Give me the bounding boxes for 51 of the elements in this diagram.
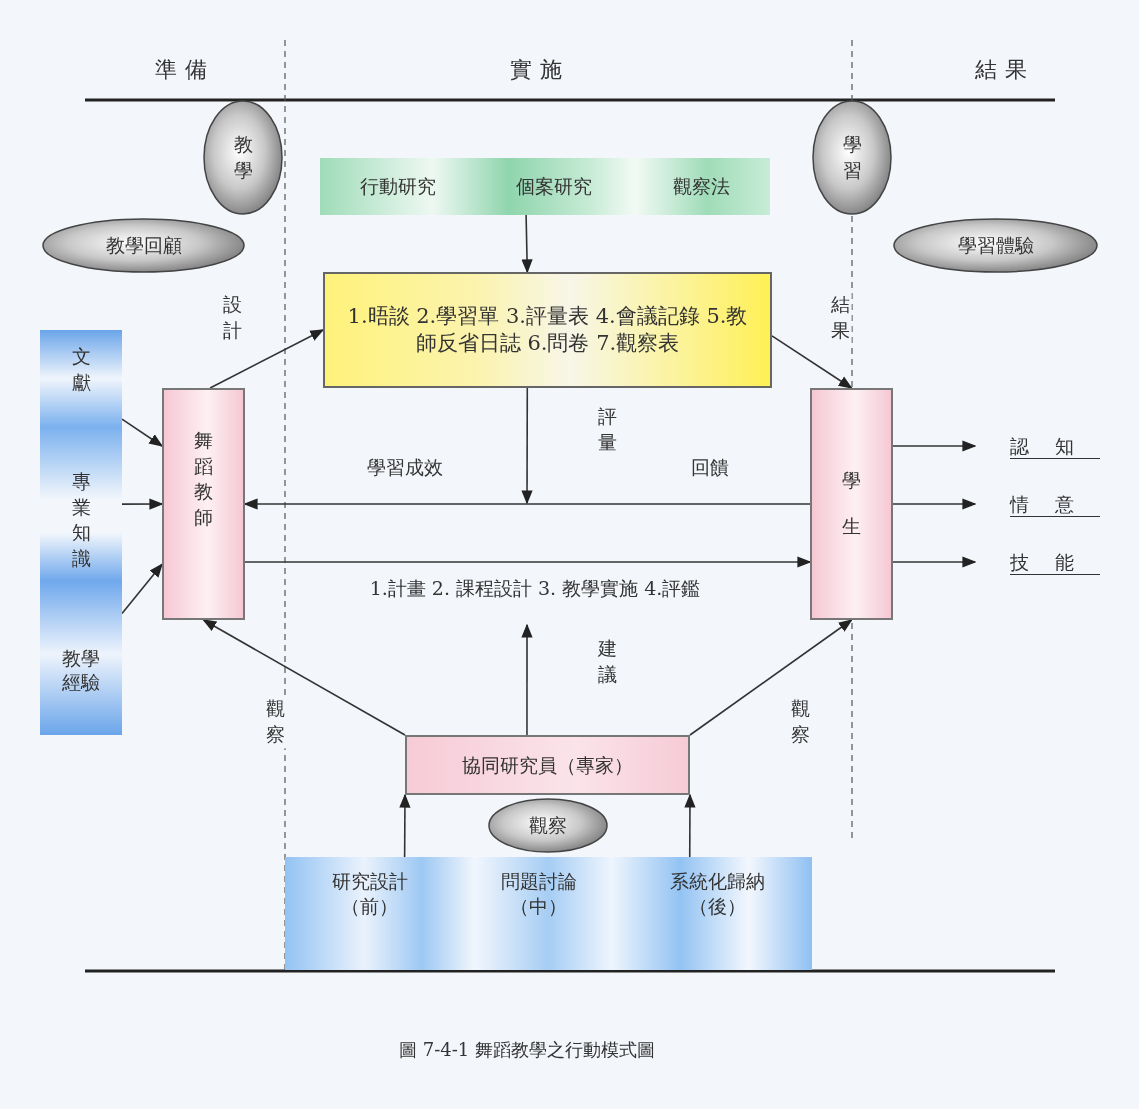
arrow <box>892 440 977 452</box>
node-text: 問題討論（中） <box>500 869 578 919</box>
arrow <box>892 498 977 510</box>
node-text: 觀察 <box>529 813 567 838</box>
arrow <box>244 556 812 568</box>
arrow <box>521 623 533 736</box>
arrow <box>689 619 853 736</box>
oval-badge <box>812 100 892 215</box>
sources-band <box>40 330 122 735</box>
node-text: 系統化歸納（後） <box>669 869 767 919</box>
node-text: 專業知識 <box>71 469 91 572</box>
researcher-box <box>405 735 690 795</box>
arrow <box>121 418 164 447</box>
arrow <box>399 793 411 858</box>
node-text: 行動研究 <box>360 174 437 199</box>
oval-badge <box>488 798 608 853</box>
oval-badge <box>42 218 245 273</box>
arrow <box>521 214 533 274</box>
teacher-box <box>162 388 245 620</box>
arrow <box>243 498 811 510</box>
stages-band <box>285 857 812 970</box>
oval-badge <box>893 218 1098 273</box>
node-text: 情意 <box>1010 491 1100 517</box>
arrow <box>892 556 977 568</box>
arrow <box>202 619 406 736</box>
node-text: 教學 <box>233 131 253 183</box>
node-text: 觀察法 <box>672 174 730 199</box>
methods-band <box>320 158 770 215</box>
arrow <box>121 563 163 615</box>
node-text: 研究設計（前） <box>330 869 409 919</box>
node-text: 教學經驗 <box>62 645 100 695</box>
node-text: 協同研究員（專家） <box>462 752 633 778</box>
node-text: 個案研究 <box>516 174 593 199</box>
arrow <box>209 329 325 389</box>
node-text: 文獻 <box>71 344 91 395</box>
node-text: 舞蹈教師 <box>194 428 213 530</box>
node-text: 學習體驗 <box>957 233 1034 258</box>
student-box <box>810 388 893 620</box>
edge-label: 結果 <box>828 291 852 345</box>
node-text: 1.晤談 2.學習單 3.評量表 4.會議記錄 5.教師反省日誌 6.問卷 7.觀察表 <box>346 302 749 357</box>
node-text: 技能 <box>1010 549 1100 575</box>
arrow <box>771 335 853 389</box>
node-text: 認知 <box>1010 433 1100 459</box>
tools-box <box>323 272 772 388</box>
arrow <box>684 793 696 858</box>
oval-badge <box>203 100 283 215</box>
node-text: 教學回顧 <box>105 233 182 258</box>
node-text: 學習 <box>842 131 862 183</box>
arrow <box>121 498 164 510</box>
node-text: 學生 <box>842 468 861 539</box>
arrow <box>521 387 533 505</box>
